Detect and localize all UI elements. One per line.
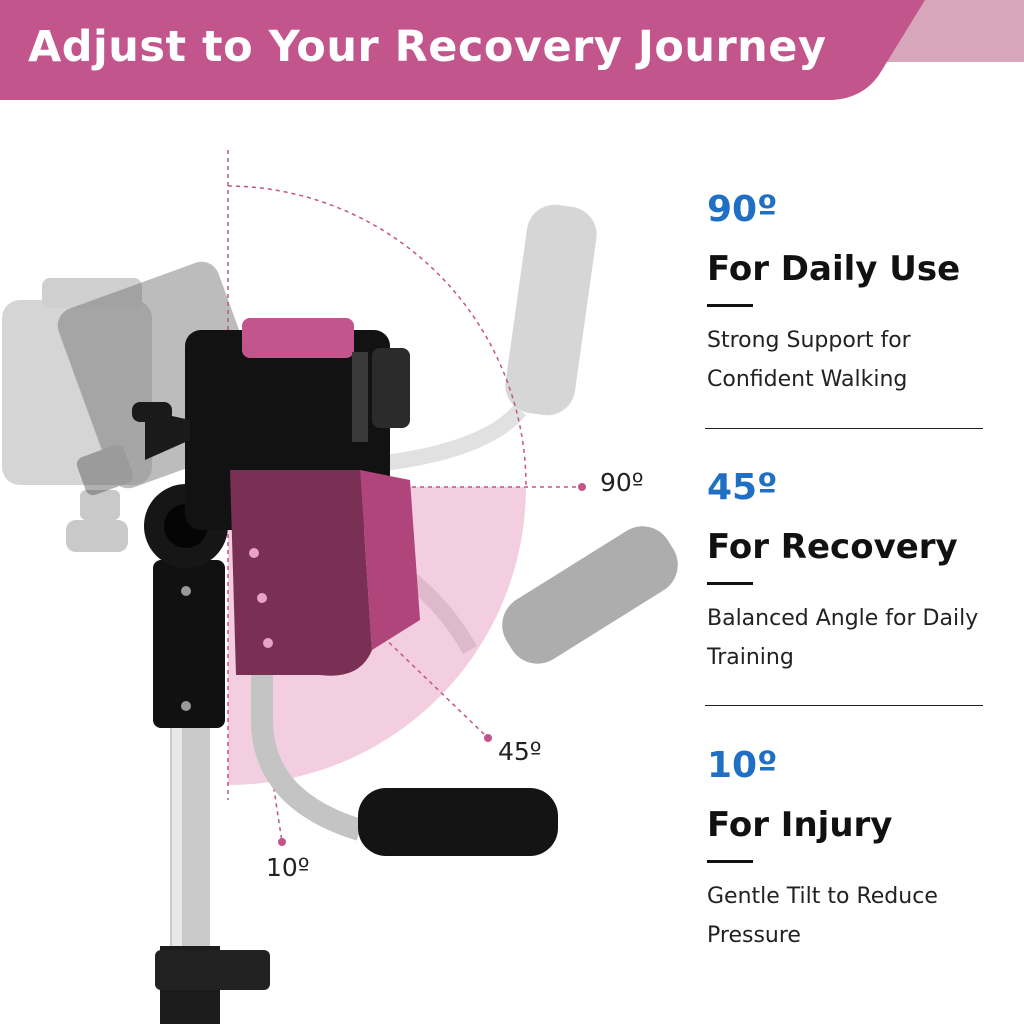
banner-accent-stripe <box>880 0 1024 62</box>
angle-label-10: 10º <box>266 853 310 882</box>
ghost-cuff-90 <box>2 278 152 552</box>
angle-label-45: 45º <box>498 737 542 766</box>
mode-title-injury: For Injury <box>707 805 893 845</box>
title-underline <box>707 860 753 863</box>
banner-background <box>0 0 925 100</box>
dot-10 <box>278 838 286 846</box>
mode-angle-90: 90º <box>707 189 778 230</box>
crutch-angle-diagram <box>2 150 678 1024</box>
angle-arc <box>227 185 527 488</box>
header-banner: Adjust to Your Recovery Journey <box>0 0 1024 100</box>
mode-description-recovery: Balanced Angle for Daily Training <box>707 606 979 670</box>
angle-label-90: 90º <box>600 468 644 497</box>
mode-panel-recovery: 45º For Recovery Balanced Angle for Dail… <box>707 470 1007 677</box>
forearm-cuff <box>132 318 420 676</box>
mode-description-daily-use: Strong Support for Confident Walking <box>707 328 911 392</box>
dot-90 <box>578 483 586 491</box>
mode-title-daily-use: For Daily Use <box>707 249 961 289</box>
mode-description-injury: Gentle Tilt to Reduce Pressure <box>707 884 938 948</box>
page-title: Adjust to Your Recovery Journey <box>28 22 827 72</box>
section-divider <box>705 705 983 706</box>
mode-angle-10: 10º <box>707 745 778 786</box>
mode-panel-injury: 10º For Injury Gentle Tilt to Reduce Pre… <box>707 748 1007 955</box>
mode-title-recovery: For Recovery <box>707 527 958 567</box>
title-underline <box>707 582 753 585</box>
banner-shape <box>0 0 1024 100</box>
title-underline <box>707 304 753 307</box>
mode-panel-daily-use: 90º For Daily Use Strong Support for Con… <box>707 192 1007 399</box>
section-divider <box>705 428 983 429</box>
dot-45 <box>484 734 492 742</box>
crutch-handle <box>251 660 558 856</box>
mode-angle-45: 45º <box>707 467 778 508</box>
crutch-shaft <box>155 700 270 1024</box>
